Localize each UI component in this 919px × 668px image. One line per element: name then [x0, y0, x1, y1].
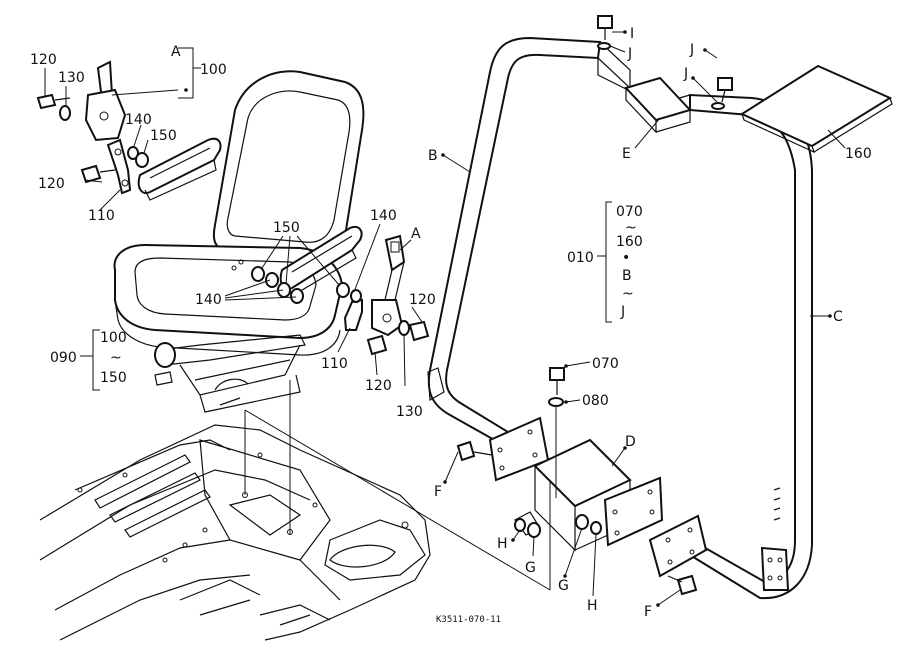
label-j-right2: J — [683, 66, 688, 82]
label-h-right: H — [587, 598, 598, 614]
leader-lines — [44, 31, 846, 606]
label-f-bottom: F — [644, 604, 652, 620]
label-j-right1: J — [689, 42, 694, 58]
label-120-top: 120 — [30, 52, 57, 68]
figure-code: K3511-070-11 — [436, 615, 501, 625]
seat — [113, 70, 365, 413]
label-group-160: 160 — [616, 234, 643, 250]
callout-labels: A 100 120 130 140 150 120 110 150 140 14… — [30, 26, 872, 625]
label-160-mat: 160 — [845, 146, 872, 162]
label-group-j: J — [620, 304, 625, 320]
label-group-tilde-3: ~ — [622, 286, 634, 302]
label-140-left: 140 — [125, 112, 152, 128]
seat-mount-hardware — [231, 259, 304, 304]
label-e: E — [622, 146, 631, 162]
label-range-150: 150 — [100, 370, 127, 386]
rops-frame-b — [427, 36, 631, 482]
label-080: 080 — [582, 393, 609, 409]
label-range-tilde: ~ — [110, 350, 122, 366]
label-a-top: A — [171, 44, 181, 60]
label-150-center: 150 — [273, 220, 300, 236]
label-130-top: 130 — [58, 70, 85, 86]
bracket-e — [624, 76, 692, 134]
rops-frame-c — [648, 93, 813, 600]
hardware — [456, 15, 733, 596]
label-group-dot: • — [622, 250, 630, 266]
label-group-010: 010 — [567, 250, 594, 266]
label-group-tilde-2: ~ — [625, 220, 637, 236]
label-150-left: 150 — [150, 128, 177, 144]
label-i: I — [630, 26, 634, 42]
seat-belt-right — [336, 234, 430, 356]
label-f-left: F — [434, 484, 442, 500]
operator-manual — [739, 64, 893, 154]
label-110-left: 110 — [88, 208, 115, 224]
label-130-bottom: 130 — [396, 404, 423, 420]
label-140-center: 140 — [195, 292, 222, 308]
label-j-top: J — [627, 46, 632, 62]
label-b: B — [428, 148, 438, 164]
label-group-070: 070 — [616, 204, 643, 220]
label-a-right: A — [411, 226, 421, 242]
label-c: C — [833, 309, 843, 325]
label-group-b: B — [622, 268, 632, 284]
label-g-right: G — [558, 578, 569, 594]
mount-bracket-d — [514, 438, 664, 552]
label-120-left: 120 — [38, 176, 65, 192]
tractor-body — [39, 424, 431, 641]
label-070: 070 — [592, 356, 619, 372]
label-range-100: 100 — [100, 330, 127, 346]
label-100: 100 — [200, 62, 227, 78]
leader-dots — [184, 30, 832, 607]
label-110-bottom: 110 — [321, 356, 348, 372]
label-range-090: 090 — [50, 350, 77, 366]
label-g-left: G — [525, 560, 536, 576]
label-140-right: 140 — [370, 208, 397, 224]
label-d: D — [625, 434, 636, 450]
label-120-right: 120 — [409, 292, 436, 308]
label-120-bottom: 120 — [365, 378, 392, 394]
label-h-left: H — [497, 536, 508, 552]
seat-belt-left — [36, 60, 149, 195]
